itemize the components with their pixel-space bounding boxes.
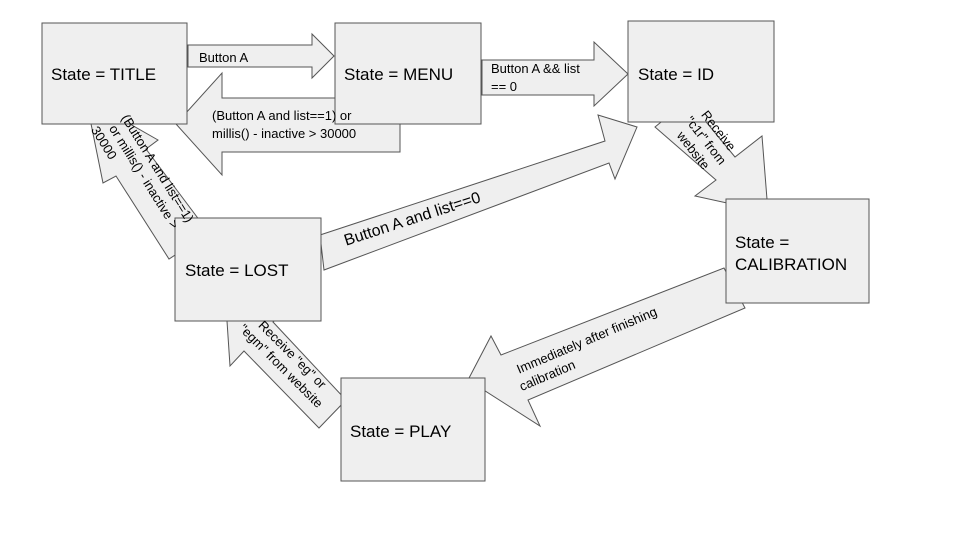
state-title-label: State = TITLE (51, 65, 156, 84)
state-menu-box (334, 22, 482, 125)
state-id-box (627, 20, 775, 123)
lost-to-id-label-group: Button A and list==0 (342, 189, 483, 249)
lost-to-id-label: Button A and list==0 (342, 189, 483, 249)
arrow-calibration-to-play (467, 267, 746, 428)
state-id-label: State = ID (638, 65, 714, 84)
state-play-label: State = PLAY (350, 422, 451, 441)
arrow-menu-to-id (481, 40, 629, 108)
arrow-lost-to-id (319, 114, 638, 271)
menu-to-title-label-line1: (Button A and list==1) or (212, 108, 352, 123)
title-to-menu-label: Button A (199, 50, 248, 65)
menu-to-id-label-line1: Button A && list (491, 61, 580, 76)
state-menu-label: State = MENU (344, 65, 453, 84)
state-play-box (340, 377, 486, 482)
state-calibration-box (725, 198, 870, 304)
state-calibration-label-line2: CALIBRATION (735, 255, 847, 274)
menu-to-id-label-line2: == 0 (491, 79, 517, 94)
state-calibration-label-line1: State = (735, 233, 789, 252)
state-lost-label: State = LOST (185, 261, 288, 280)
state-title-box (41, 22, 188, 125)
menu-to-title-label-line2: millis() - inactive > 30000 (212, 126, 356, 141)
arrow-title-to-menu (187, 32, 335, 80)
state-lost-box (174, 217, 322, 322)
